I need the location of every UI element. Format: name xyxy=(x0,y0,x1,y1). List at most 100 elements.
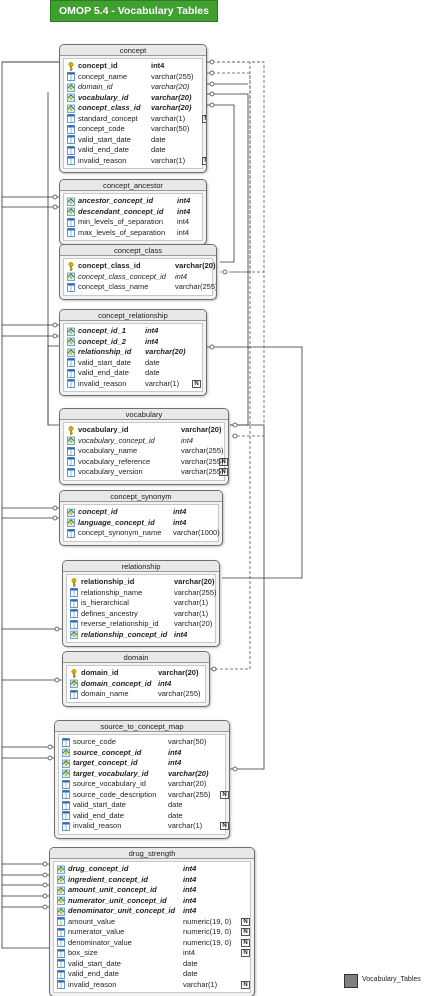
column-type: varchar(20) xyxy=(174,577,215,586)
column-row[interactable]: domain_id varchar(20) xyxy=(67,82,200,93)
column-icon xyxy=(70,689,78,699)
column-type: date xyxy=(145,357,160,367)
primary-key-icon xyxy=(70,668,78,678)
table-title: drug_strength xyxy=(50,848,254,859)
column-type: numeric(19, 0) xyxy=(183,927,232,936)
nullable-flag: N xyxy=(202,114,206,123)
column-type: int4 xyxy=(173,517,187,527)
column-type: numeric(19, 0) xyxy=(183,916,232,926)
column-type: varchar(1) xyxy=(151,113,186,123)
column-type: varchar(20) xyxy=(151,82,190,91)
column-icon xyxy=(67,457,75,467)
column-name: concept_synonym_name xyxy=(78,528,162,537)
column-name: domain_id xyxy=(78,82,113,91)
column-name: defines_ancestry xyxy=(81,608,138,618)
column-name: target_vocabulary_id xyxy=(73,768,149,778)
column-name: vocabulary_id xyxy=(78,92,129,102)
column-name: amount_value xyxy=(68,916,116,926)
foreign-key-icon xyxy=(67,207,75,217)
column-name: vocabulary_name xyxy=(78,446,138,455)
optional-marker xyxy=(232,766,238,772)
column-name: concept_class_id xyxy=(78,103,141,112)
column-type: date xyxy=(183,969,198,978)
column-name: invalid_reason xyxy=(78,378,127,388)
column-type: varchar(1) xyxy=(145,378,180,388)
column-type: date xyxy=(168,800,183,809)
column-icon xyxy=(67,446,75,456)
